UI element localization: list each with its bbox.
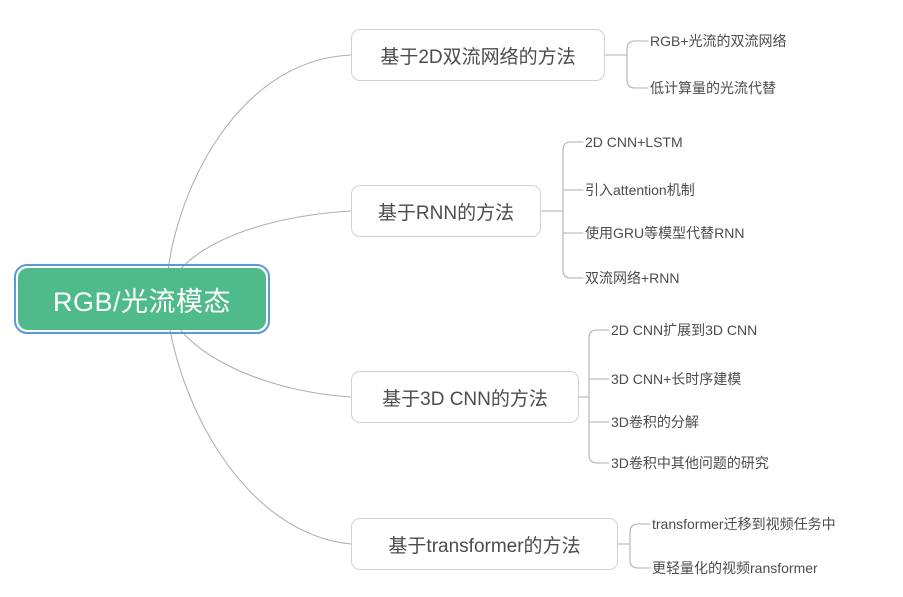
leaf-node[interactable]: 3D卷积的分解 [611,410,699,434]
connector-branch-4-bracket [629,523,651,569]
leaf-node[interactable]: 2D CNN+LSTM [585,130,683,154]
branch-node-3d-cnn[interactable]: 基于3D CNN的方法 [351,371,579,423]
branch-node-rnn[interactable]: 基于RNN的方法 [351,185,541,237]
leaf-node[interactable]: 使用GRU等模型代替RNN [585,221,744,245]
leaf-node-label: 引入attention机制 [585,182,695,198]
leaf-node-label: RGB+光流的双流网络 [650,33,787,49]
leaf-node-label: transformer迁移到视频任务中 [652,516,836,532]
connector-branch-2-bracket [562,141,584,279]
leaf-node-label: 3D卷积中其他问题的研究 [611,455,769,471]
leaf-node-label: 3D CNN+长时序建模 [611,371,742,387]
leaf-node[interactable]: 2D CNN扩展到3D CNN [611,318,757,342]
leaf-node[interactable]: RGB+光流的双流网络 [650,29,787,53]
leaf-node-label: 更轻量化的视频ransformer [652,560,818,576]
leaf-node[interactable]: transformer迁移到视频任务中 [652,512,836,536]
leaf-node[interactable]: 更轻量化的视频ransformer [652,556,818,580]
connector-branch-3-bracket [588,329,610,464]
leaf-node-label: 使用GRU等模型代替RNN [585,225,745,241]
branch-node-label: 基于3D CNN的方法 [382,388,548,410]
branch-node-transformer[interactable]: 基于transformer的方法 [351,518,618,570]
leaf-node-label: 双流网络+RNN [585,270,680,286]
leaf-node[interactable]: 3D CNN+长时序建模 [611,367,741,391]
connector-branch-1-bracket [626,40,649,89]
leaf-node[interactable]: 3D卷积中其他问题的研究 [611,451,769,475]
leaf-node-label: 2D CNN+LSTM [585,134,683,150]
leaf-node[interactable]: 引入attention机制 [585,178,695,202]
branch-node-label: 基于2D双流网络的方法 [380,46,576,68]
leaf-node[interactable]: 低计算量的光流代替 [650,76,776,100]
root-node-label: RGB/光流模态 [52,286,231,317]
leaf-node-label: 3D卷积的分解 [611,414,699,430]
leaf-node-label: 2D CNN扩展到3D CNN [611,322,758,338]
leaf-node-label: 低计算量的光流代替 [650,80,776,96]
branch-node-label: 基于transformer的方法 [388,535,581,557]
connector-root-to-branch-4 [165,299,352,545]
leaf-node[interactable]: 双流网络+RNN [585,266,680,290]
branch-node-2d-two-stream[interactable]: 基于2D双流网络的方法 [351,29,605,81]
root-node[interactable]: RGB/光流模态 [18,268,266,330]
branch-node-label: 基于RNN的方法 [377,202,515,224]
